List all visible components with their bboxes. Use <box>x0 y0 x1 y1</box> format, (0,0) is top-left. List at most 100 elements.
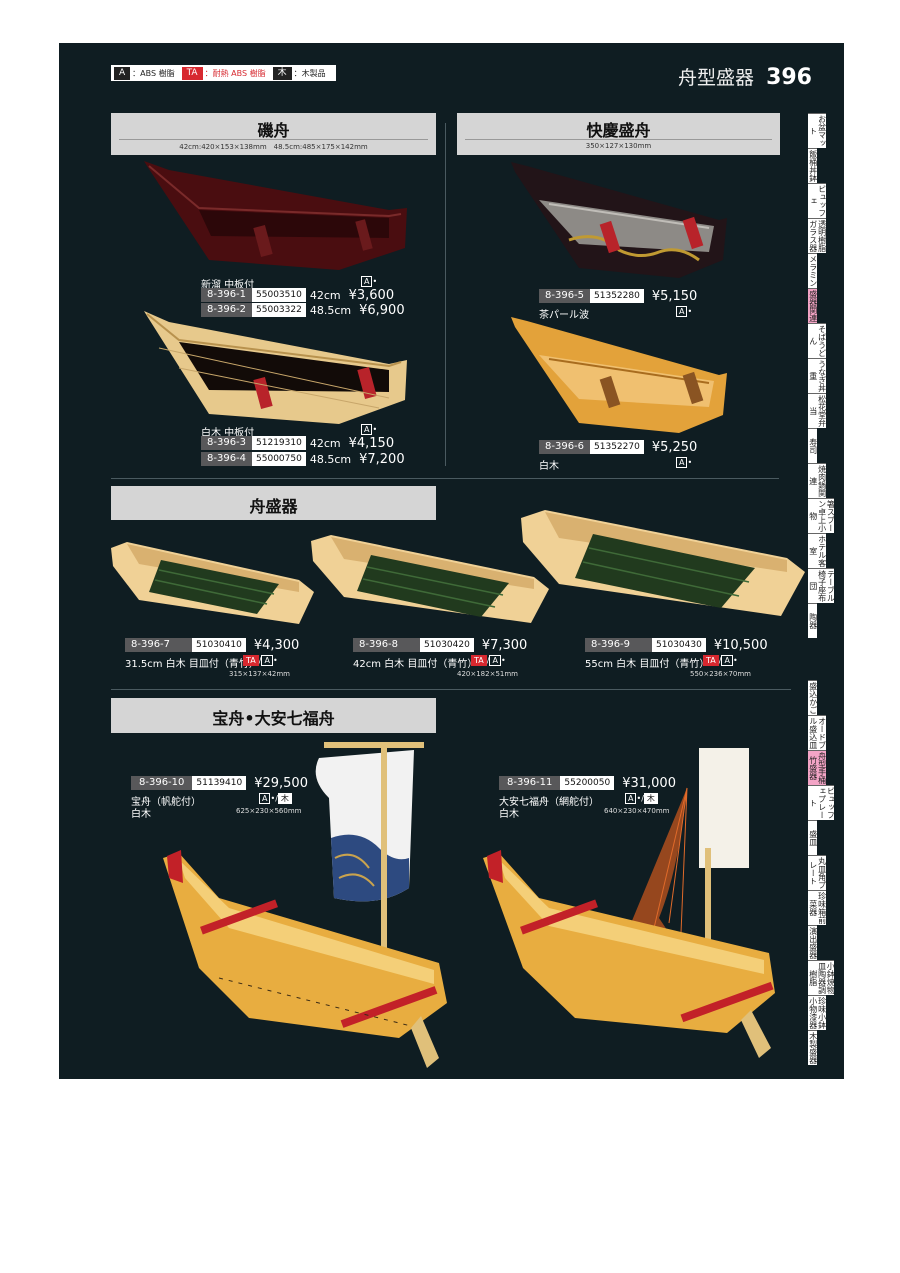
index-tab-12[interactable]: 箸スプーン卓上小物 <box>808 498 835 533</box>
ta-badge: TA <box>243 655 259 666</box>
product-code: 8-396-1 <box>201 288 253 302</box>
sub-index-tab-9[interactable]: 小鉢焼物皿陶器調樹脂 <box>808 960 835 995</box>
index-gap <box>808 638 844 680</box>
page-number: 396 <box>766 65 812 90</box>
product-label-p11-name: 大安七福舟（網舵付） <box>499 797 599 808</box>
index-tab-4[interactable]: 透明樹脂ガラス器 <box>808 218 826 253</box>
product-label-p11-finish: 白木 <box>499 809 519 820</box>
index-tab-2[interactable]: 飯桶丼鉢 <box>808 148 817 183</box>
index-tab-3[interactable]: ビュッフェ <box>808 183 826 218</box>
product-price: ¥29,500 <box>254 775 308 791</box>
jan-code: 51139410 <box>192 776 247 790</box>
index-tab-10[interactable]: 寿司 <box>808 428 817 463</box>
sub-index-tab-1[interactable]: 盛込かご <box>808 680 817 715</box>
jan-code: 51030410 <box>192 638 246 652</box>
section-divider <box>111 478 779 479</box>
material-badges-p1: A• <box>361 276 377 287</box>
section-header-kaikei: 快慶盛舟 350×127×130mm <box>457 113 780 155</box>
index-tab-7[interactable]: そばうどん <box>808 323 826 358</box>
material-badges-p7: TA/A• <box>243 655 278 666</box>
sub-index-tab-7[interactable]: 珍味箱前菜器 <box>808 890 826 925</box>
sub-index-tab-6[interactable]: 丸皿角プレート <box>808 855 826 890</box>
material-badges-p9: TA/A• <box>703 655 738 666</box>
jan-code: 55200050 <box>560 776 615 790</box>
wood-badge: 木 <box>643 793 658 804</box>
section-divider <box>111 689 791 690</box>
product-price: ¥5,250 <box>651 439 698 455</box>
product-code: 8-396-10 <box>131 776 193 790</box>
index-tab-6-active[interactable]: 盛器関連 <box>808 288 817 323</box>
product-size: 42cm <box>309 436 341 450</box>
sub-index-tab-3-active[interactable]: 舟型手桶竹盛器 <box>808 750 826 785</box>
product-code: 8-396-2 <box>201 303 253 317</box>
product-size: 48.5cm <box>309 303 352 317</box>
product-label-p10-name: 宝舟（帆舵付） <box>131 797 201 808</box>
sub-index-tab-5[interactable]: 盛皿 <box>808 820 817 855</box>
product-dims-p9: 550×236×70mm <box>690 670 751 678</box>
sub-index-tab-2[interactable]: オードブル盛込皿 <box>808 715 826 750</box>
product-label-p3: 白木 中板付 <box>201 428 255 439</box>
index-tab-11[interactable]: 焼肉鍋関連 <box>808 463 826 498</box>
section-title: 宝舟•大安七福舟 <box>212 709 335 728</box>
index-tab-1[interactable]: お盆マット <box>808 113 826 148</box>
jan-code: 51352270 <box>590 440 644 454</box>
abs-badge: A <box>625 793 637 804</box>
legend-ta-text: ：耐熱 ABS 樹脂 <box>204 68 266 78</box>
product-label-p8: 42cm 白木 目皿付（青竹） <box>353 659 478 670</box>
index-tab-8[interactable]: うなぎ丼重 <box>808 358 826 393</box>
jan-code: 51352280 <box>590 289 644 303</box>
abs-badge: A <box>721 655 733 666</box>
takarabune-image <box>163 742 447 1068</box>
jan-code: 51219310 <box>252 436 306 450</box>
product-code: 8-396-6 <box>539 440 591 454</box>
material-badges-p3: A• <box>361 424 377 435</box>
sub-index-tab-10[interactable]: 珍味小鉢小物漆器 <box>808 995 826 1030</box>
wood-badge: 木 <box>277 793 292 804</box>
column-divider <box>445 123 446 466</box>
index-tab-15[interactable]: 陶器 <box>808 603 817 638</box>
product-price: ¥7,200 <box>359 451 405 467</box>
product-label-p1: 新溜 中板付 <box>201 280 255 291</box>
index-tab-14[interactable]: テーブル椅子座布団 <box>808 568 835 603</box>
product-label-p7: 31.5cm 白木 目皿付（青竹） <box>125 659 259 670</box>
product-price: ¥6,900 <box>359 302 405 318</box>
funamori-small-image <box>111 542 314 624</box>
abs-badge: A <box>361 424 373 435</box>
sub-index-tab-8[interactable]: 演出盛器 <box>808 925 817 960</box>
isobune-dark-image <box>144 161 407 270</box>
legend-wood-text: ：木製品 <box>293 68 326 78</box>
abs-badge: A <box>259 793 271 804</box>
abs-badge: A <box>676 457 688 468</box>
legend-a-text: ：ABS 樹脂 <box>132 68 175 78</box>
product-code: 8-396-5 <box>539 289 591 303</box>
index-tab-13[interactable]: ホテル客室 <box>808 533 826 568</box>
section-header-funamori: 舟盛器 <box>111 486 436 520</box>
legend-wood-badge: 木 <box>272 66 292 80</box>
sub-index-tab-4[interactable]: ビュッフェプレート <box>808 785 835 820</box>
product-label-p6: 白木 <box>539 461 559 472</box>
abs-badge: A <box>361 276 373 287</box>
product-code: 8-396-11 <box>499 776 561 790</box>
sub-index-tab-11[interactable]: 木製盛器 <box>808 1030 817 1065</box>
shichifukubune-image <box>483 748 775 1058</box>
section-header-isobune: 磯舟 42cm:420×153×138mm 48.5cm:485×175×142… <box>111 113 436 155</box>
product-price: ¥10,500 <box>713 637 768 653</box>
product-code: 8-396-8 <box>353 638 421 652</box>
jan-code: 51030420 <box>420 638 474 652</box>
index-tab-9[interactable]: 松花堂弁当 <box>808 393 826 428</box>
product-label-p5: 茶パール波 <box>539 310 589 321</box>
section-title: 快慶盛舟 <box>586 121 651 140</box>
index-tab-5[interactable]: メラミン <box>808 253 817 288</box>
product-code: 8-396-3 <box>201 436 253 450</box>
product-label-p9: 55cm 白木 目皿付（青竹） <box>585 659 710 670</box>
section-title: 磯舟 <box>257 121 290 140</box>
ta-badge: TA <box>471 655 487 666</box>
